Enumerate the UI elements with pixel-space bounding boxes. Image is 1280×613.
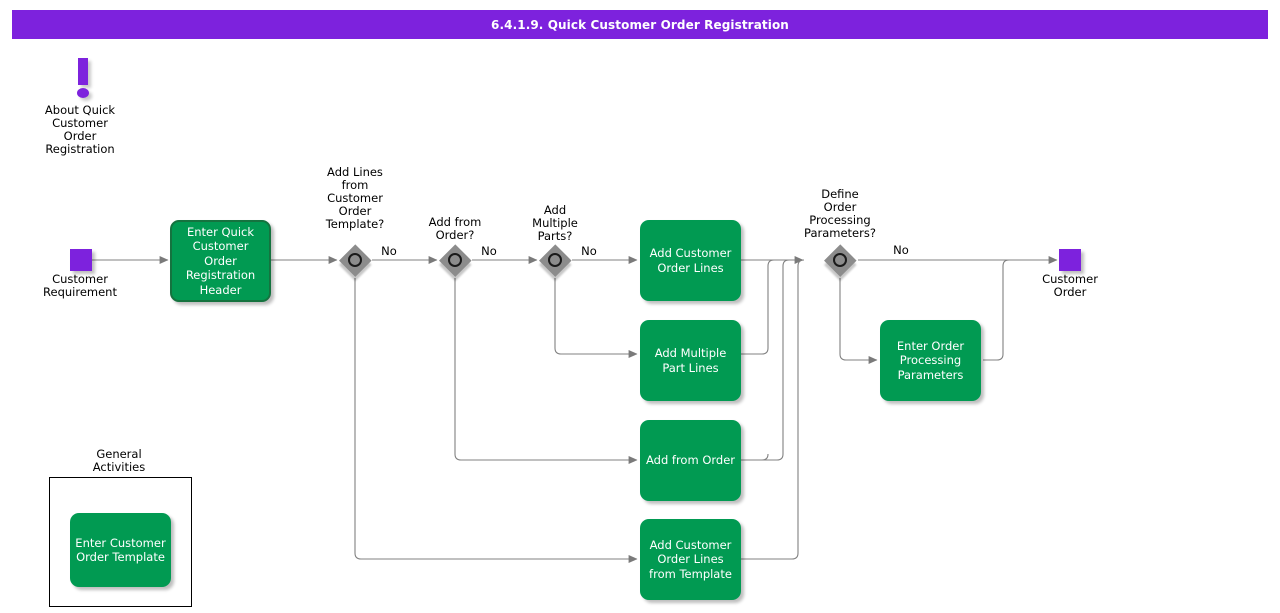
gateway-event-ring-icon <box>548 253 562 267</box>
gateway-event-ring-icon <box>833 253 847 267</box>
group-general-activities <box>49 477 192 607</box>
exclamation-icon <box>78 58 88 85</box>
task-add-from-order-label: Add from Order <box>645 453 736 468</box>
task-add-from-order[interactable]: Add from Order <box>640 420 741 501</box>
end-event[interactable] <box>1059 249 1081 271</box>
task-add-customer-order-lines[interactable]: Add Customer Order Lines <box>640 220 741 301</box>
about-note <box>70 58 98 100</box>
page-title: 6.4.1.9. Quick Customer Order Registrati… <box>12 10 1268 39</box>
gateway-event-ring-icon <box>348 253 362 267</box>
task-add-multiple-part-lines[interactable]: Add Multiple Part Lines <box>640 320 741 401</box>
gateway-event-ring-icon <box>448 253 462 267</box>
task-add-customer-order-lines-from-template[interactable]: Add Customer Order Lines from Template <box>640 519 741 600</box>
task-add-customer-order-lines-from-template-label: Add Customer Order Lines from Template <box>649 537 732 581</box>
flow-label-no-3: No <box>581 244 597 258</box>
task-enter-customer-order-template[interactable]: Enter Customer Order Template <box>70 513 171 587</box>
task-enter-order-processing-parameters[interactable]: Enter Order Processing Parameters <box>880 320 981 401</box>
flow-label-no-2: No <box>481 244 497 258</box>
task-enter-quick-header[interactable]: Enter Quick Customer Order Registration … <box>170 220 271 302</box>
gateway-add-from-order-label: Add from Order? <box>428 215 482 242</box>
task-enter-order-processing-parameters-label: Enter Order Processing Parameters <box>896 338 965 382</box>
gateway-add-multiple-parts-label: Add Multiple Parts? <box>532 203 578 243</box>
gateway-add-multiple-parts[interactable] <box>539 244 571 276</box>
flow-label-no-4: No <box>893 243 909 257</box>
about-note-label: About Quick Customer Order Registration <box>44 103 116 156</box>
task-add-customer-order-lines-label: Add Customer Order Lines <box>649 246 732 275</box>
gateway-define-order-processing-parameters-label: Define Order Processing Parameters? <box>804 187 876 240</box>
task-enter-customer-order-template-label: Enter Customer Order Template <box>75 535 166 565</box>
exclamation-dot-icon <box>77 88 89 98</box>
gateway-define-order-processing-parameters[interactable] <box>824 244 856 276</box>
flow-label-no-1: No <box>381 244 397 258</box>
gateway-add-lines-from-template-label: Add Lines from Customer Order Template? <box>325 165 385 231</box>
task-add-multiple-part-lines-label: Add Multiple Part Lines <box>654 346 727 375</box>
gateway-add-lines-from-template[interactable] <box>339 244 371 276</box>
group-general-activities-label: General Activities <box>92 447 146 474</box>
start-event-label: Customer Requirement <box>43 272 117 299</box>
task-enter-quick-header-label: Enter Quick Customer Order Registration … <box>185 224 256 297</box>
start-event[interactable] <box>70 249 92 271</box>
gateway-add-from-order[interactable] <box>439 244 471 276</box>
end-event-label: Customer Order <box>1042 272 1098 299</box>
